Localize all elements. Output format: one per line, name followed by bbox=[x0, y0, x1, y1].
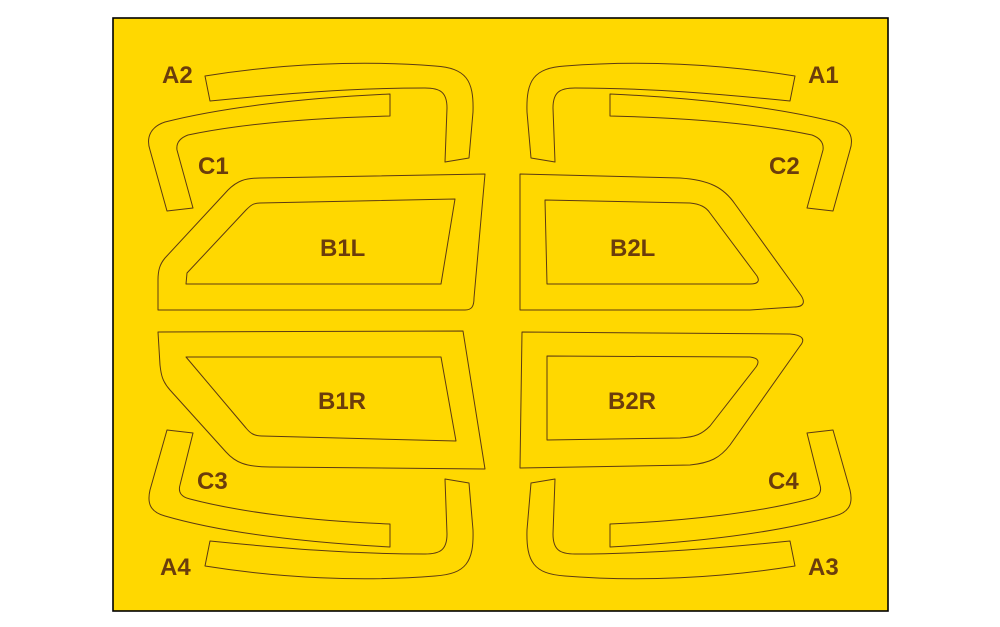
mask-b2r-frame bbox=[519, 331, 804, 469]
mask-sheet-panel bbox=[112, 17, 889, 612]
mask-b2l-window bbox=[544, 199, 759, 285]
label-b2r: B2R bbox=[608, 388, 656, 415]
mask-a2 bbox=[204, 62, 474, 163]
label-b2l: B2L bbox=[610, 235, 655, 262]
label-b1l: B1L bbox=[320, 235, 365, 262]
mask-b2l-frame bbox=[519, 173, 804, 311]
mask-b1r-window bbox=[185, 356, 457, 442]
label-c2: C2 bbox=[769, 153, 800, 180]
label-b1r: B1R bbox=[318, 388, 366, 415]
mask-a1 bbox=[526, 62, 796, 163]
mask-b1l-frame bbox=[157, 173, 486, 311]
label-c3: C3 bbox=[197, 468, 228, 495]
label-c4: C4 bbox=[768, 468, 799, 495]
mask-b1l-window bbox=[185, 198, 456, 285]
mask-a3 bbox=[526, 478, 796, 580]
label-a3: A3 bbox=[808, 554, 839, 581]
mask-c3 bbox=[148, 429, 391, 548]
mask-c4 bbox=[609, 429, 852, 548]
label-c1: C1 bbox=[198, 153, 229, 180]
mask-a4 bbox=[204, 478, 474, 580]
label-a4: A4 bbox=[160, 554, 191, 581]
mask-c1 bbox=[148, 93, 391, 212]
label-a2: A2 bbox=[162, 62, 193, 89]
mask-c2 bbox=[609, 93, 852, 212]
mask-b1r-frame bbox=[157, 330, 486, 470]
label-a1: A1 bbox=[808, 62, 839, 89]
mask-b2r-window bbox=[546, 355, 759, 441]
